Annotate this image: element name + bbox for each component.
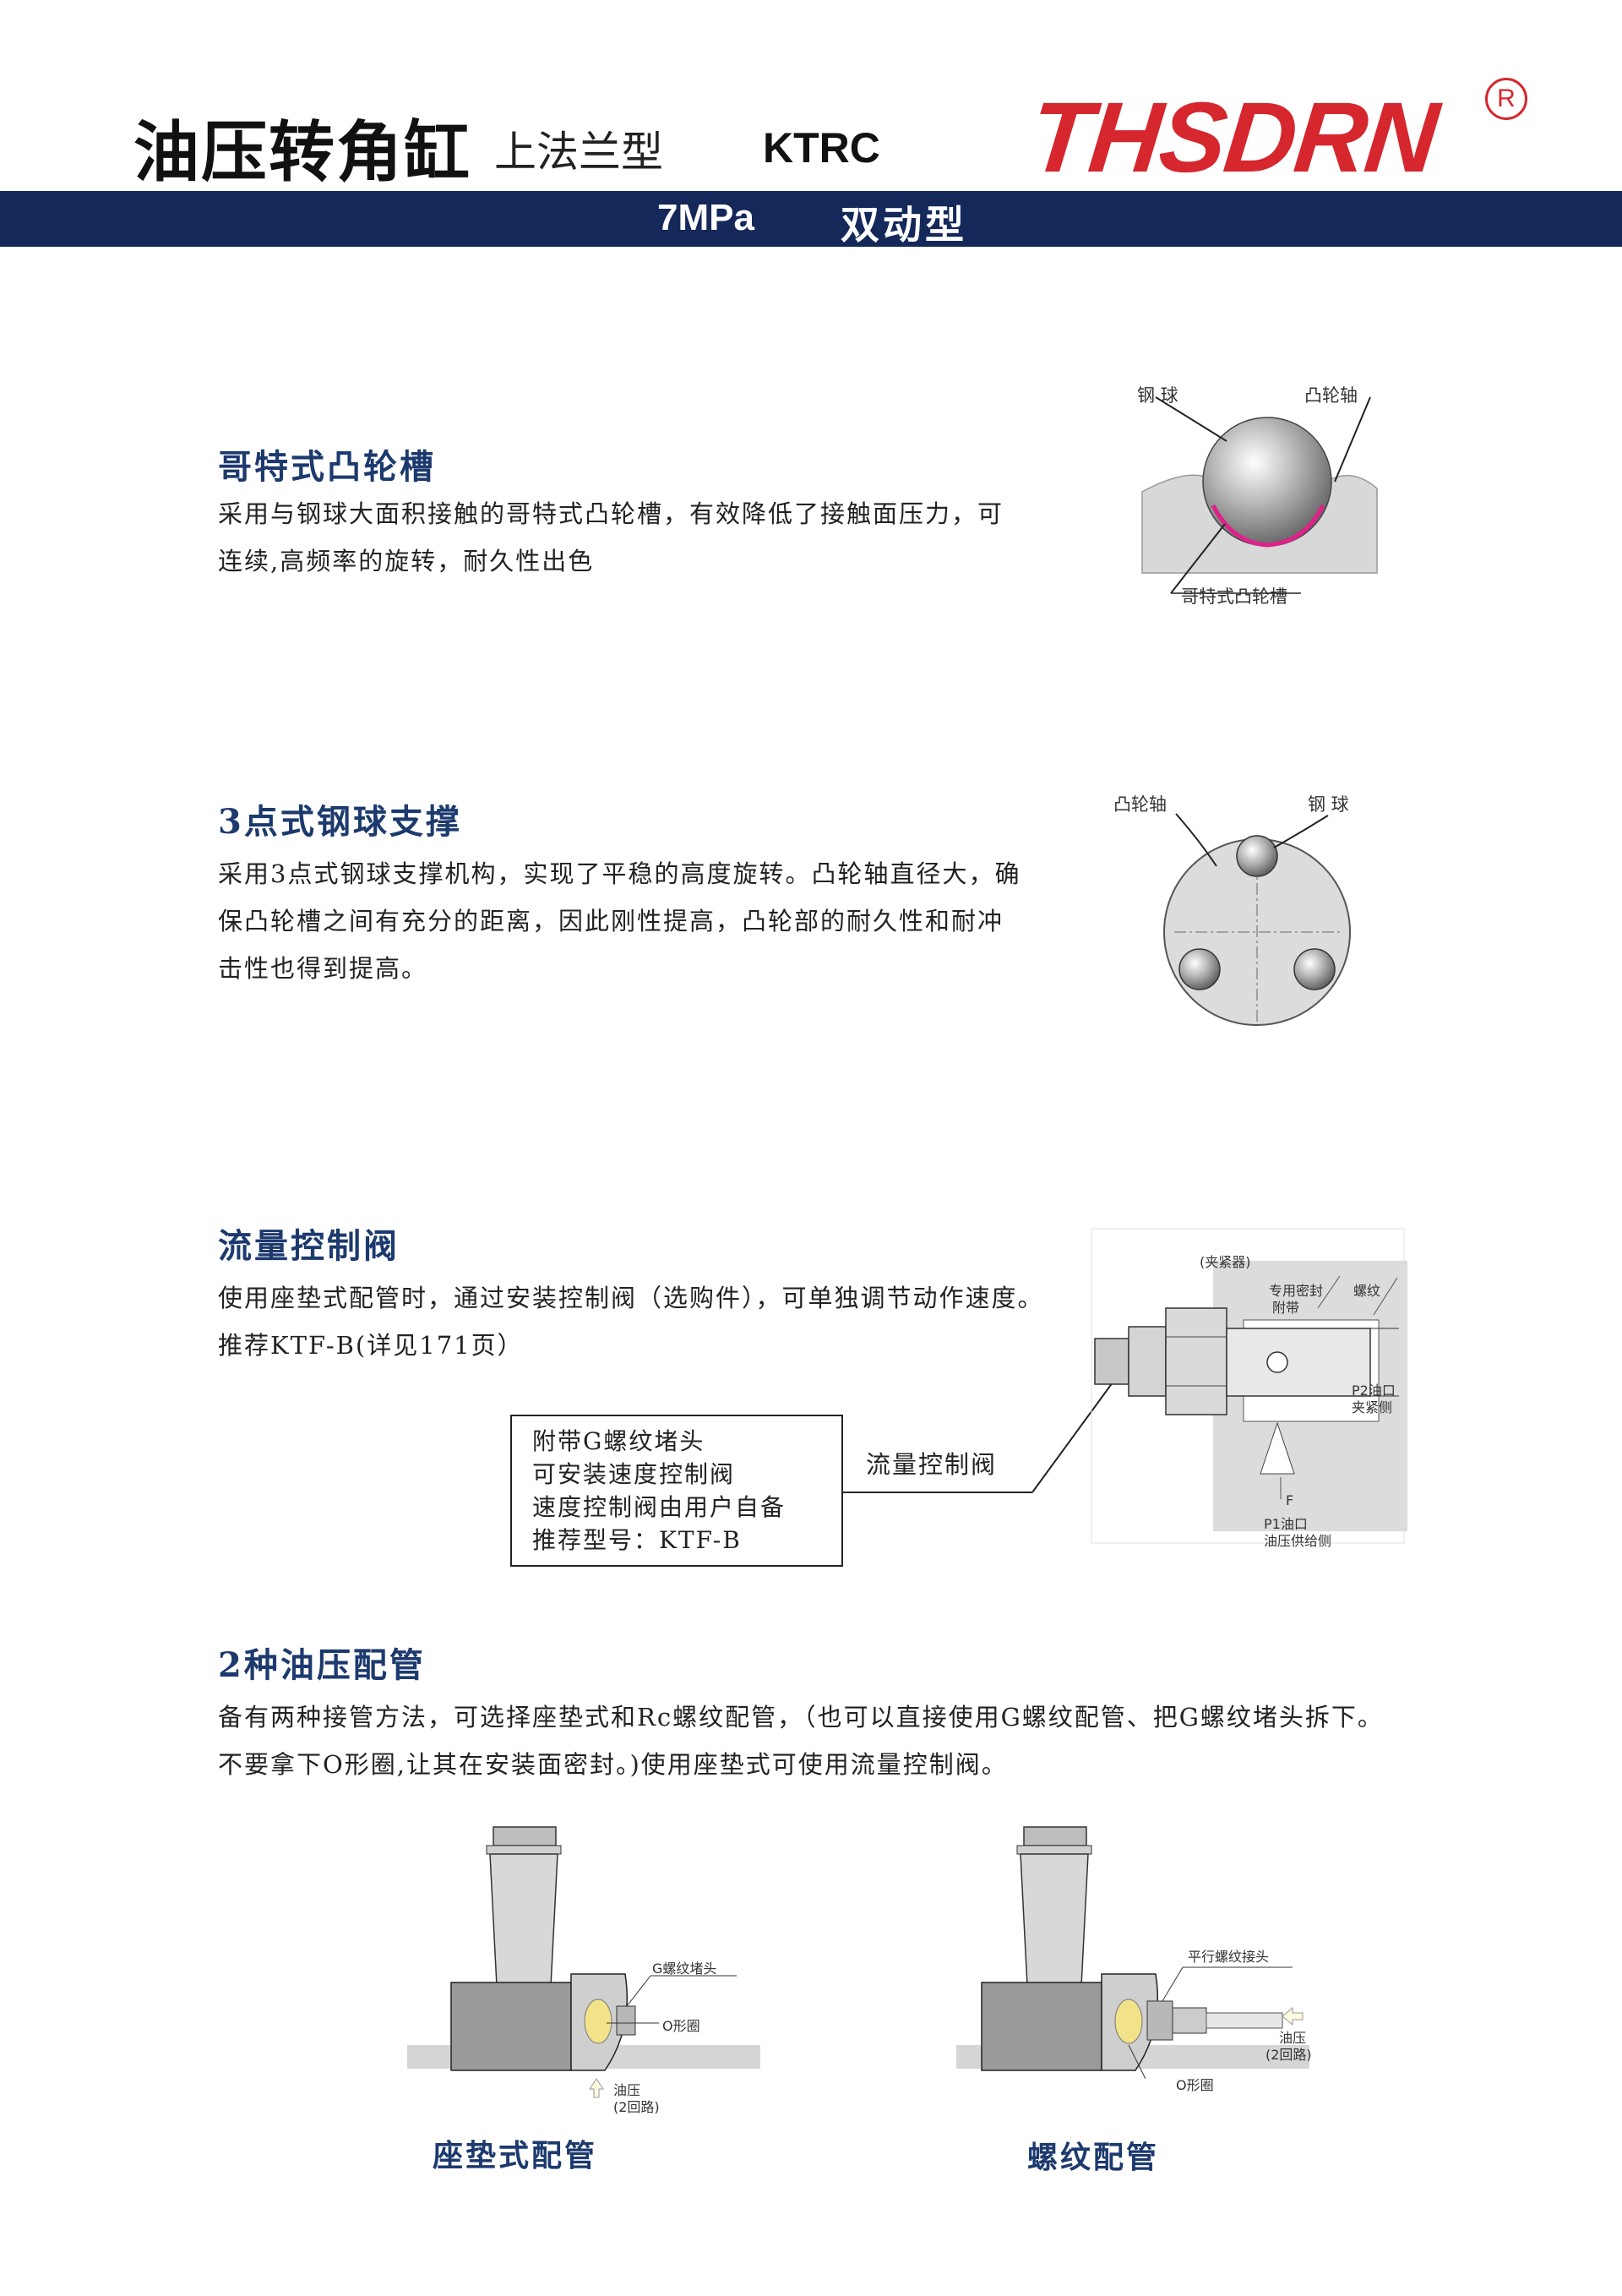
- section-text-gothic-groove: 采用与钢球大面积接触的哥特式凸轮槽，有效降低了接触面压力，可 连续,高频率的旋转…: [218, 490, 1004, 585]
- label-leader: [1317, 1275, 1341, 1309]
- fig-label-f: F: [1286, 1492, 1294, 1508]
- parallel-thread-fitting: [1146, 2000, 1173, 2041]
- fig-label-p2: P2油口: [1352, 1383, 1396, 1399]
- fig-label-clamp: (夹紧器): [1200, 1254, 1251, 1270]
- fig-label-oil: 油压: [613, 2082, 641, 2098]
- fitting-nut: [1172, 2007, 1207, 2034]
- groove-contact-line: [1211, 504, 1325, 548]
- section-text-piping: 备有两种接管方法，可选择座垫式和Rc螺纹配管，（也可以直接使用G螺纹配管、把G螺…: [218, 1693, 1384, 1788]
- note-line: 可安装速度控制阀: [532, 1460, 736, 1488]
- fig-label-gothic-groove: 哥特式凸轮槽: [1181, 586, 1287, 607]
- fig-label-p1-side: 油压供给侧: [1264, 1533, 1332, 1549]
- fig-label-o-ring: O形圈: [1176, 2077, 1214, 2093]
- o-ring: [584, 1999, 612, 2044]
- leader-line: [1334, 396, 1371, 483]
- fig-label-o-ring: O形圈: [662, 2018, 700, 2034]
- fig-label-circuit: (2回路): [613, 2099, 660, 2115]
- label-leader: [1373, 1277, 1398, 1316]
- text-line: 连续,高频率的旋转，耐久性出色: [218, 547, 595, 575]
- valve-knob: [1094, 1338, 1129, 1385]
- model-code: KTRC: [763, 124, 880, 172]
- steel-ball: [1293, 948, 1336, 990]
- leader-line: [1175, 813, 1217, 867]
- fig-label-g-plug: G螺纹堵头: [652, 1961, 717, 1977]
- gothic-groove-diagram: [1141, 396, 1378, 594]
- flow-valve-diagram: [843, 1228, 1407, 1544]
- note-line: 附带G螺纹堵头: [532, 1427, 705, 1455]
- page-title: 油压转角缸: [133, 115, 472, 191]
- plug-note-box: 附带G螺纹堵头 可安装速度控制阀 速度控制阀由用户自备 推荐型号：KTF-B: [510, 1415, 843, 1567]
- text-line: 使用座垫式配管时，通过安装控制阀（选购件），可单独调节动作速度。: [218, 1284, 1044, 1312]
- hex-bolt-head: [493, 1826, 557, 1846]
- fig-label-seal: 专用密封: [1269, 1283, 1324, 1299]
- label-leader: [1128, 2044, 1146, 2080]
- leader-line: [1273, 815, 1329, 848]
- section-heading-flow-valve: 流量控制阀: [218, 1226, 400, 1266]
- flow-valve-callout: 流量控制阀: [866, 1450, 998, 1479]
- valve-port: [1266, 1351, 1288, 1373]
- registered-mark-icon: R: [1485, 78, 1527, 120]
- text-line: 不要拿下O形圈,让其在安装面密封。)使用座垫式可使用流量控制阀。: [218, 1750, 1008, 1779]
- text-line: 备有两种接管方法，可选择座垫式和Rc螺纹配管，（也可以直接使用G螺纹配管、把G螺…: [218, 1703, 1384, 1732]
- fig-label-p2-side: 夹紧侧: [1352, 1399, 1393, 1415]
- spec-band: [0, 191, 1622, 247]
- thread-piping-diagram: [956, 1826, 1309, 2080]
- fig-label-oil: 油压: [1279, 2030, 1307, 2046]
- pressure-label: 7MPa: [657, 197, 754, 238]
- leader-line: [1170, 523, 1226, 594]
- caption-pad-piping: 座垫式配管: [433, 2138, 598, 2173]
- label-leader: [1162, 1966, 1184, 2002]
- text-line: 采用3点式钢球支撑机构，实现了平稳的高度旋转。凸轮轴直径大，确: [218, 859, 1021, 888]
- text-line: 推荐KTF-B(详见171页）: [218, 1331, 524, 1360]
- section-heading-piping: 2种油压配管: [218, 1645, 426, 1685]
- fig-label-ball: 钢 球: [1137, 385, 1178, 406]
- flange-body: [450, 1982, 572, 2071]
- steel-ball: [1236, 835, 1278, 877]
- three-point-diagram: [1163, 813, 1351, 1026]
- fig-label-p1: P1油口: [1264, 1516, 1308, 1532]
- section-text-three-point: 采用3点式钢球支撑机构，实现了平稳的高度旋转。凸轮轴直径大，确 保凸轮槽之间有充…: [218, 850, 1021, 992]
- fig-label-seal-attached: 附带: [1272, 1300, 1300, 1316]
- brand-logo: THSDRN: [1025, 82, 1442, 194]
- note-line: 推荐型号：KTF-B: [532, 1526, 742, 1554]
- section-heading-gothic-groove: 哥特式凸轮槽: [218, 447, 436, 487]
- o-ring: [1114, 1999, 1143, 2044]
- bolt-washer: [1016, 1845, 1092, 1855]
- text-line: 保凸轮槽之间有充分的距离，因此刚性提高，凸轮部的耐久性和耐冲: [218, 907, 1004, 935]
- caption-thread-piping: 螺纹配管: [1027, 2140, 1160, 2175]
- label-leader: [626, 1975, 651, 2007]
- valve-lock-nut: [1128, 1326, 1167, 1397]
- flange-body: [981, 1982, 1102, 2071]
- valve-cartridge: [1226, 1328, 1371, 1397]
- bolt-washer: [486, 1845, 562, 1855]
- oil-arrow-icon: [589, 2078, 604, 2098]
- g-thread-plug: [616, 2005, 636, 2036]
- page-subtitle: 上法兰型: [494, 128, 663, 177]
- text-line: 击性也得到提高。: [218, 954, 428, 983]
- leader-line: [1155, 396, 1227, 442]
- piston-rod: [1020, 1853, 1089, 1987]
- p1-port: [1260, 1421, 1295, 1475]
- note-line: 速度控制阀由用户自备: [532, 1493, 787, 1521]
- hex-bolt-head: [1023, 1826, 1087, 1846]
- valve-hex-body: [1165, 1307, 1227, 1415]
- action-type-label: 双动型: [841, 202, 967, 248]
- fig-label-parallel-fitting: 平行螺纹接头: [1188, 1949, 1270, 1965]
- fig-label-cam-shaft: 凸轮轴: [1304, 385, 1358, 406]
- piston-rod: [489, 1853, 558, 1987]
- oil-pipe: [1206, 2012, 1283, 2029]
- pad-piping-diagram: [407, 1826, 760, 2098]
- section-heading-three-point: 3点式钢球支撑: [218, 802, 462, 842]
- fig-label-cam-shaft: 凸轮轴: [1113, 794, 1167, 815]
- oil-arrow-icon: [1282, 2006, 1304, 2026]
- steel-ball: [1178, 948, 1221, 990]
- fig-label-ball: 钢 球: [1308, 794, 1349, 815]
- fig-label-thread: 螺纹: [1353, 1283, 1381, 1299]
- text-line: 采用与钢球大面积接触的哥特式凸轮槽，有效降低了接触面压力，可: [218, 499, 1004, 528]
- fig-label-circuit: (2回路): [1265, 2047, 1312, 2063]
- section-text-flow-valve: 使用座垫式配管时，通过安装控制阀（选购件），可单独调节动作速度。 推荐KTF-B…: [218, 1274, 1044, 1369]
